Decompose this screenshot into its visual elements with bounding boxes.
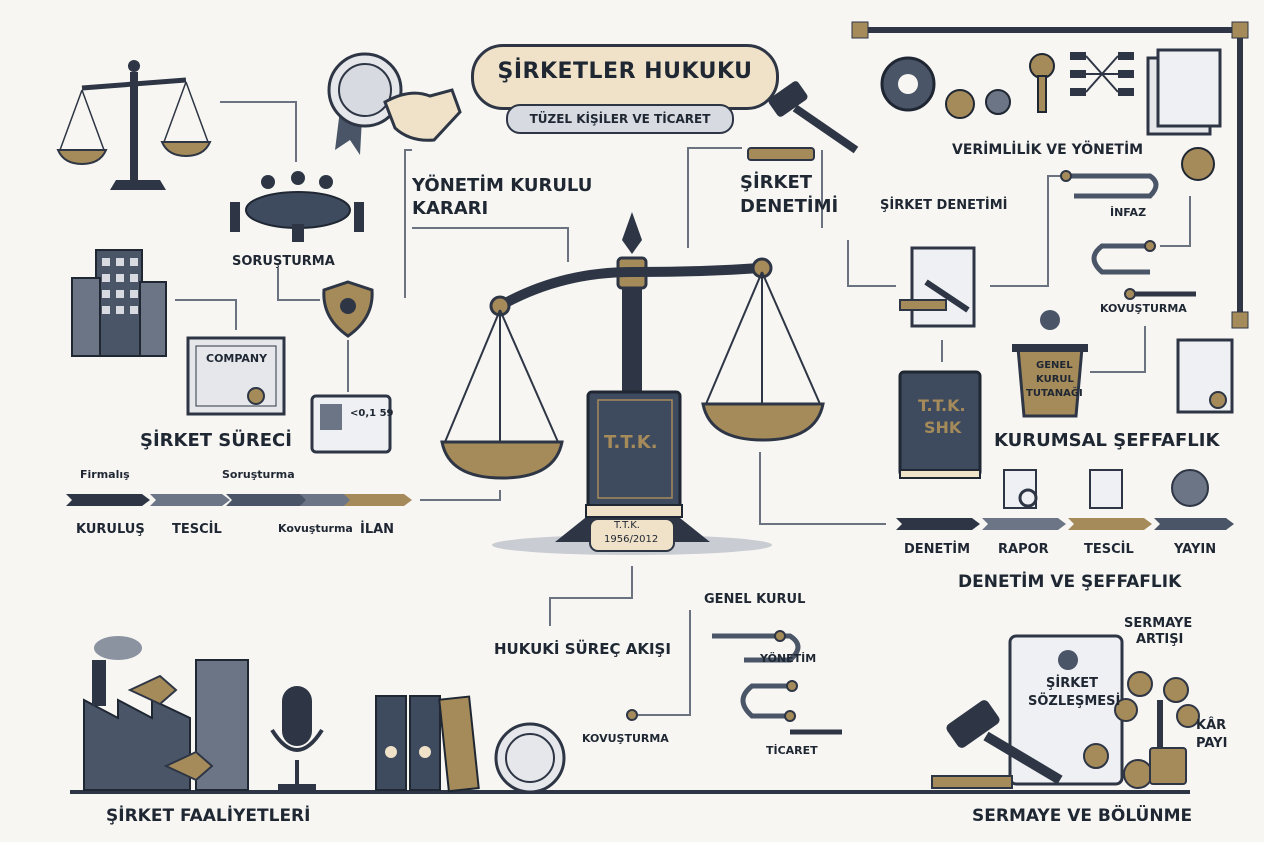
audit-document-icon — [899, 246, 976, 328]
decorative-frame — [851, 21, 1249, 329]
seal-handshake-icon — [327, 52, 462, 155]
microphone-icon — [270, 686, 324, 790]
step-denetim: DENETİM — [904, 542, 971, 557]
factory-icon — [83, 636, 249, 791]
flow-step-ticaret: TİCARET — [766, 744, 818, 757]
central-scale-icon — [440, 212, 825, 555]
right-book-line1: T.T.K. — [918, 396, 966, 415]
timeline-step-kovusturma: Kovuşturma — [278, 522, 353, 535]
scale-icon — [56, 60, 212, 190]
meeting-table-icon — [230, 171, 364, 242]
binders-icon — [375, 695, 480, 793]
capital-increase-line2: ARTIŞI — [1136, 632, 1184, 647]
plaque-line1: T.T.K. — [614, 520, 640, 531]
court-seal-icon — [494, 722, 566, 794]
legal-flow — [626, 630, 842, 735]
page-subtitle: TÜZEL KİŞİLER VE TİCARET — [506, 104, 734, 134]
execution-label: İNFAZ — [1110, 206, 1147, 219]
dividend-line1: KÂR — [1196, 718, 1227, 733]
timeline-step-kurulus: KURULUŞ — [76, 522, 145, 537]
efficiency-title: VERİMLİLİK VE YÖNETİM — [952, 142, 1144, 158]
audit-title-line2: DENETİMİ — [740, 196, 839, 217]
investigation-label: SORUŞTURMA — [232, 254, 335, 269]
flow-step-kovusturma: KOVUŞTURMA — [582, 732, 669, 745]
audit-small-label: ŞİRKET DENETİMİ — [880, 198, 1008, 213]
gears-icon — [880, 56, 1215, 181]
id-card-icon — [310, 394, 392, 454]
flow-arrows-right — [1060, 170, 1196, 300]
right-book-line2: SHK — [924, 418, 962, 437]
audit-title-line1: ŞİRKET — [740, 172, 813, 193]
gavel-icon — [747, 81, 859, 161]
timeline-top-1: Firmalış — [80, 468, 130, 481]
flow-step-genel-kurul: GENEL KURUL — [704, 592, 806, 607]
law-book-icon — [898, 370, 982, 479]
capital-title: SERMAYE VE BÖLÜNME — [972, 806, 1193, 826]
money-tree-icon — [1114, 671, 1200, 789]
company-process-title: ŞİRKET SÜRECİ — [140, 430, 292, 451]
transparency-title: KURUMSAL ŞEFFAFLIK — [994, 430, 1220, 451]
title-banner: ŞİRKETLER HUKUKU — [471, 44, 779, 110]
flow-step-yonetim: YÖNETİM — [760, 652, 817, 665]
process-timeline — [66, 494, 412, 506]
documents-icon — [1146, 48, 1222, 136]
step-tescil: TESCİL — [1084, 542, 1134, 557]
capital-increase-line1: SERMAYE — [1124, 616, 1193, 631]
podium-line2: KURUL — [1036, 374, 1074, 385]
step-rapor: RAPOR — [998, 542, 1049, 557]
badge-icon — [322, 280, 374, 338]
step-icons — [1003, 469, 1209, 509]
steps-title: DENETİM VE ŞEFFAFLIK — [958, 572, 1182, 592]
document-seal-icon — [1176, 338, 1234, 414]
step-yayin: YAYIN — [1174, 542, 1217, 557]
ground-line — [70, 790, 1190, 794]
activities-title: ŞİRKET FAALİYETLERİ — [106, 806, 311, 826]
timeline-step-tescil: TESCİL — [172, 522, 222, 537]
company-certificate-icon — [186, 336, 286, 416]
building-icon — [71, 249, 167, 357]
board-decision-line1: YÖNETİM KURULU — [412, 175, 593, 196]
contract-line1: ŞİRKET — [1046, 676, 1099, 691]
certificate-label: COMPANY — [206, 352, 268, 365]
prosecution-label: KOVUŞTURMA — [1100, 302, 1187, 315]
plaque-line2: 1956/2012 — [604, 534, 659, 545]
id-card-text: <0,1 59 — [350, 408, 394, 419]
contract-line2: SÖZLEŞMESİ — [1028, 694, 1121, 709]
gavel-bottom-icon — [931, 700, 1063, 789]
timeline-top-2: Soruşturma — [222, 468, 295, 481]
timeline-step-ilan: İLAN — [360, 522, 395, 537]
podium-line1: GENEL — [1036, 360, 1073, 371]
connector-lines — [175, 101, 1191, 716]
audit-steps — [896, 518, 1234, 530]
legal-flow-title: HUKUKİ SÜREÇ AKIŞI — [494, 640, 671, 658]
podium-icon — [1012, 310, 1088, 418]
book-label: T.T.K. — [604, 432, 658, 453]
key-icon — [1029, 53, 1055, 113]
podium-line3: TUTANAĞI — [1026, 388, 1083, 399]
board-decision-line2: KARARI — [412, 198, 489, 219]
network-icon — [1070, 52, 1134, 96]
dividend-line2: PAYI — [1196, 736, 1228, 751]
page-title: ŞİRKETLER HUKUKU — [497, 59, 753, 84]
